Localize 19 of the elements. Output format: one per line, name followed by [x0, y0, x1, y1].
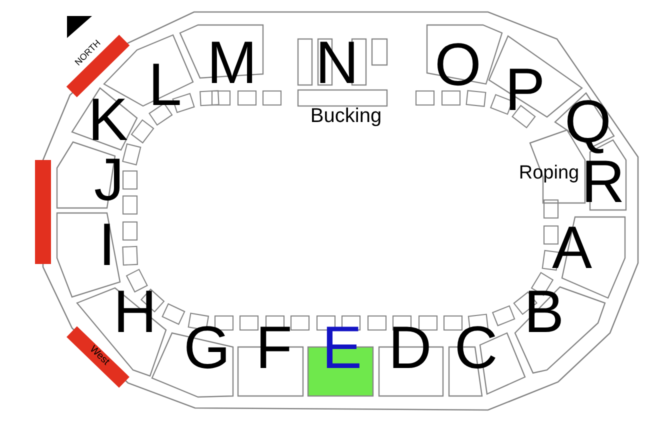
- section-letter: G: [184, 318, 230, 378]
- section-letter: J: [94, 150, 124, 210]
- area-label: Bucking: [310, 106, 382, 126]
- section-letter: M: [207, 33, 257, 93]
- area-label: Roping: [518, 164, 580, 182]
- section-letter: B: [524, 282, 564, 342]
- section-letter: K: [88, 90, 128, 150]
- section-letter: Q: [564, 92, 612, 152]
- section-letter: I: [98, 215, 116, 275]
- section-letter: D: [388, 318, 432, 378]
- section-letter: N: [315, 33, 359, 93]
- section-letter: L: [148, 55, 182, 115]
- section-letter: H: [113, 282, 157, 342]
- section-letter: R: [581, 152, 625, 212]
- section-letter: P: [504, 60, 546, 120]
- section-letter: F: [256, 318, 292, 378]
- section-letter: A: [552, 218, 592, 278]
- section-letter: C: [454, 318, 498, 378]
- section-letter: O: [434, 35, 482, 95]
